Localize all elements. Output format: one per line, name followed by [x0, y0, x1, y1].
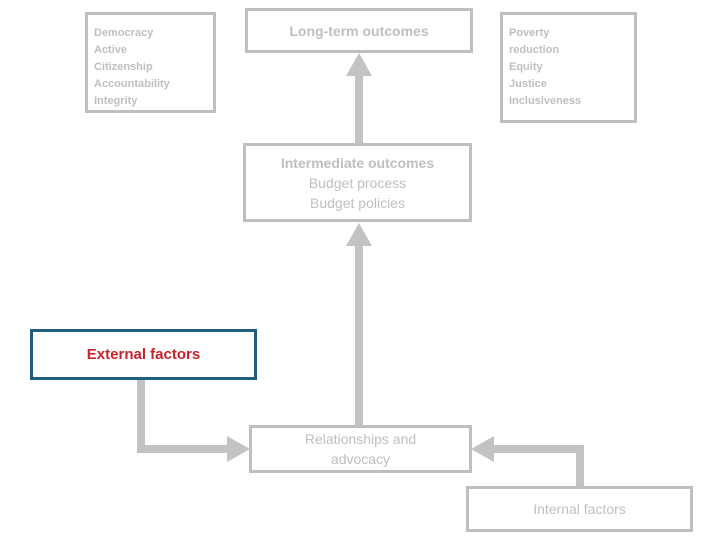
external-factors-box[interactable]: External factors [30, 329, 257, 380]
intermediate-outcomes-title: Intermediate outcomes [280, 154, 435, 171]
arrow-internal-to-relationships [471, 436, 584, 487]
internal-factors-box[interactable]: Internal factors [466, 486, 693, 532]
values-context-box[interactable]: Democracy Active Citizenship Accountabil… [85, 12, 216, 113]
arrow-external-to-relationships [137, 379, 250, 462]
relationships-advocacy-box[interactable]: Relationships and advocacy [249, 425, 472, 473]
arrow-relationships-to-intermediate [346, 223, 372, 425]
intermediate-outcomes-box[interactable]: Intermediate outcomes Budget process Bud… [243, 143, 472, 222]
relationships-advocacy-label: Relationships and advocacy [304, 431, 417, 467]
long-term-outcomes-label: Long-term outcomes [289, 22, 429, 39]
long-term-outcomes-box[interactable]: Long-term outcomes [245, 8, 473, 53]
external-factors-label: External factors [86, 346, 201, 363]
internal-factors-label: Internal factors [533, 501, 626, 517]
arrow-intermediate-to-longterm [346, 53, 372, 143]
poverty-equity-goals-box[interactable]: Poverty reduction Equity Justice Inclusi… [500, 12, 637, 123]
intermediate-outcomes-lines: Budget process Budget policies [308, 174, 407, 211]
